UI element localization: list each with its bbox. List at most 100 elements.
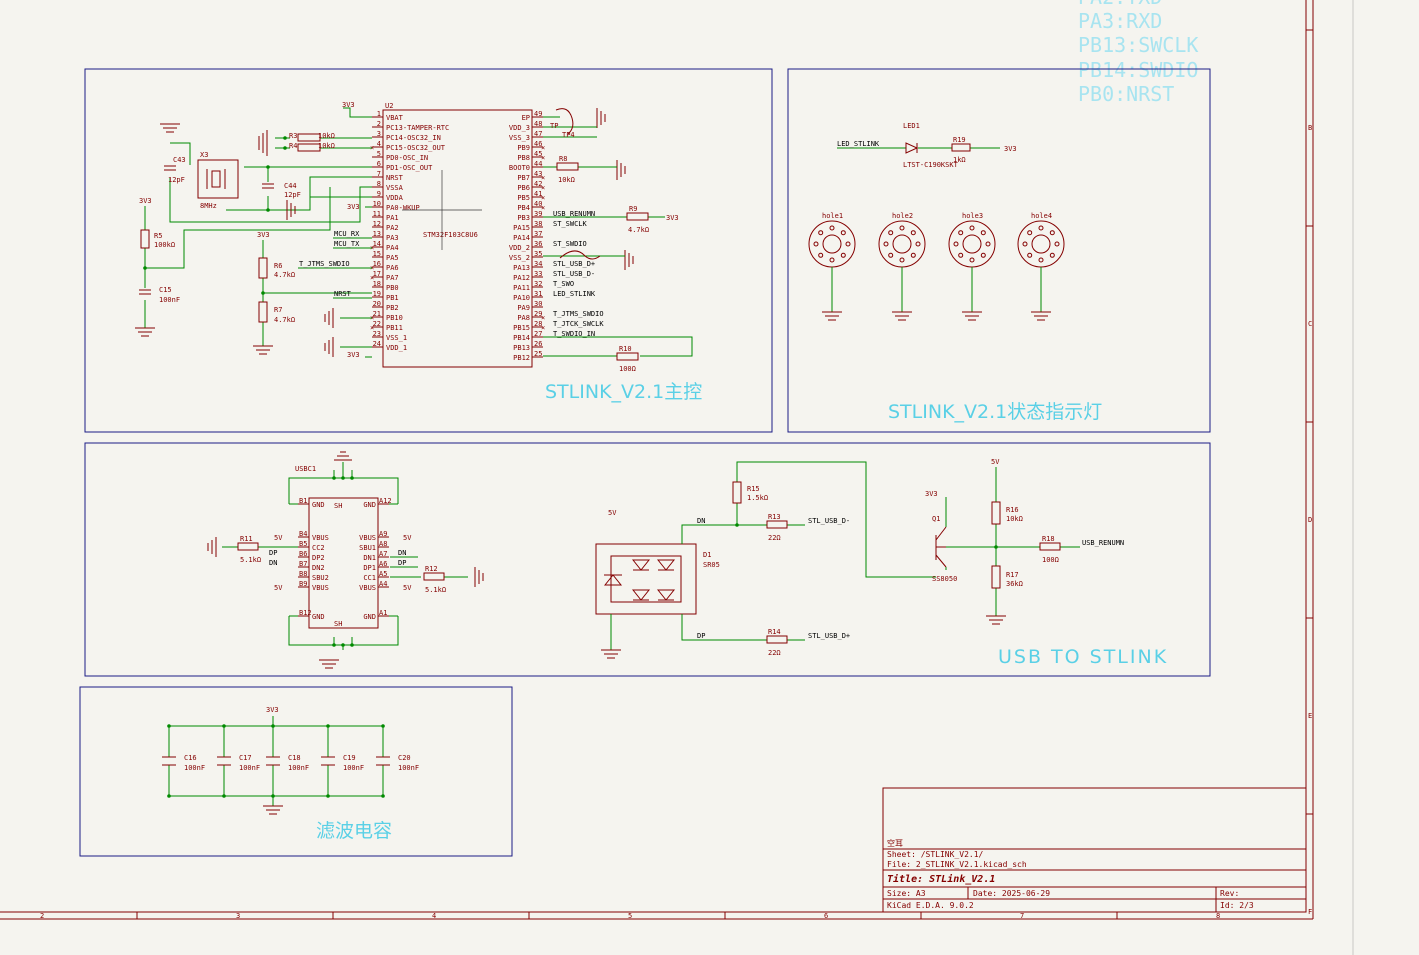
resistor-r16[interactable]: R16 10kΩ (991, 501, 1023, 525)
r8-ref: R8 (559, 155, 567, 163)
resistor-r15[interactable]: R15 1.5kΩ (732, 481, 768, 504)
ground-symbol (962, 311, 982, 321)
tb-company: 空耳 (887, 838, 903, 848)
mounting-hole-via (958, 230, 964, 236)
usbc1-pin-number: A8 (379, 540, 387, 548)
c44-value: 12pF (284, 191, 301, 199)
tvs-diode-d1[interactable]: D1 SR05 (595, 543, 720, 615)
resistor-r6[interactable]: R6 4.7kΩ (258, 257, 295, 279)
crystal-x3[interactable]: X3 8MHz (197, 151, 239, 210)
capacitor-c43[interactable]: C43 12pF (164, 156, 186, 184)
r3-ref: R3 (289, 132, 297, 140)
usbc1-shield: SH (334, 502, 342, 510)
r5-value: 100kΩ (154, 241, 175, 249)
filter-3v3: 3V3 (266, 706, 279, 714)
resistor-r7[interactable]: R7 4.7kΩ (258, 301, 295, 324)
r7-value: 4.7kΩ (274, 316, 295, 324)
junction (326, 724, 330, 728)
r10-ref: R10 (619, 345, 632, 353)
mounting-hole-via (910, 230, 916, 236)
mcu-pin-number: 35 (534, 250, 542, 258)
capacitor-c15[interactable]: C15 100nF (139, 286, 180, 304)
net-nrst: NRST (334, 290, 352, 298)
mcu-pin-number: 16 (373, 260, 381, 268)
d1-value: SR05 (703, 561, 720, 569)
resistor-r8[interactable]: R8 10kΩ (556, 155, 579, 184)
resistor-r4[interactable]: R4 10kΩ (289, 142, 335, 152)
tb-sheet: Sheet: /STLINK_V2.1/ (887, 850, 984, 859)
transistor-q1[interactable]: Q1 SS8050 (932, 515, 957, 583)
mcu-pin-number: 3 (377, 130, 381, 138)
no-connect-mark: × (370, 144, 374, 152)
frame-markers: 2 3 4 5 6 7 8 B C D E F (40, 124, 1312, 920)
mcu-pin-number: 5 (377, 150, 381, 158)
mcu-pin-number: 11 (373, 210, 381, 218)
mounting-hole-label: hole4 (1031, 212, 1052, 220)
r13-ref: R13 (768, 513, 781, 521)
r9-ref: R9 (629, 205, 637, 213)
mcu-pin-name: PA6 (386, 264, 399, 272)
mcu-pin-number: 19 (373, 290, 381, 298)
mcu-pin-number: 30 (534, 300, 542, 308)
mcu-net-label: STL_USB_D+ (553, 260, 595, 268)
led-led1[interactable]: LED1 LTST-C190KSKT (903, 122, 959, 169)
filter-cap-ref: C19 (343, 754, 356, 762)
mounting-hole-label: hole3 (962, 212, 983, 220)
block-filter (79, 686, 513, 857)
usbc1-shield: SH (334, 620, 342, 628)
mcu-pin-name: PB1 (386, 294, 399, 302)
usbc1-pin-number: B8 (299, 570, 307, 578)
mcu-pin-name: PB7 (517, 174, 530, 182)
tb-file: File: 2_STLINK_V2.1.kicad_sch (887, 860, 1027, 869)
frame-col-7: 7 (1020, 912, 1024, 920)
mcu-pin-name: PB13 (513, 344, 530, 352)
r13-value: 22Ω (768, 534, 781, 542)
testpoint-tp4[interactable]: TP TP4 (550, 108, 575, 139)
mcu-pin-name: PC15-OSC32_OUT (386, 144, 446, 152)
r8-value: 10kΩ (558, 176, 575, 184)
mcu-pin-number: 43 (534, 170, 542, 178)
resistor-r18[interactable]: R18 100Ω (1039, 535, 1061, 564)
mcu-pin-name: PB12 (513, 354, 530, 362)
q1-3v3: 3V3 (925, 490, 938, 498)
tb-id: Id: 2/3 (1220, 901, 1254, 910)
mcu-left-wires (144, 107, 372, 358)
resistor-r14[interactable]: R14 22Ω (766, 628, 788, 657)
frame-col-2: 2 (40, 912, 44, 920)
tp4-label: TP4 (562, 131, 575, 139)
mounting-hole-via (915, 241, 921, 247)
mcu-pin-name: VDDA (386, 194, 404, 202)
r19-ref: R19 (953, 136, 966, 144)
resistor-r13[interactable]: R13 22Ω (766, 513, 788, 542)
mcu-pin-number: 33 (534, 270, 542, 278)
ground-symbols (135, 108, 634, 357)
no-connect-mark: × (370, 324, 374, 332)
resistor-r3[interactable]: R3 10kΩ (289, 132, 335, 142)
resistor-r11[interactable]: R11 5.1kΩ (237, 535, 261, 564)
mcu-pin-name: PB11 (386, 324, 403, 332)
ground-symbols-usb2 (601, 615, 1006, 659)
resistor-r9[interactable]: R9 4.7kΩ (626, 205, 649, 234)
usbc1-pin-name: VBUS (312, 584, 329, 592)
resistor-r5[interactable]: R5 100kΩ (140, 229, 175, 249)
title-block (882, 787, 1307, 913)
resistor-r10[interactable]: R10 100Ω (616, 345, 639, 373)
block-title-led: STLINK_V2.1状态指示灯 (888, 401, 1102, 423)
resistor-r17[interactable]: R17 36kΩ (991, 565, 1023, 589)
usbc1-pin-name: CC2 (312, 544, 325, 552)
r17-value: 36kΩ (1006, 580, 1023, 588)
capacitor-c44[interactable]: C44 12pF (262, 182, 301, 199)
resistor-r19[interactable]: R19 1kΩ (951, 136, 971, 164)
mcu-net-label: STL_USB_D- (553, 270, 595, 278)
mcu-pin-number: 13 (373, 230, 381, 238)
mcu-pin-name: PA2 (386, 224, 399, 232)
block-title-main: STLINK_V2.1主控 (545, 381, 702, 403)
resistor-r12[interactable]: R12 5.1kΩ (423, 565, 446, 594)
r9-value: 4.7kΩ (628, 226, 649, 234)
mcu-pin-number: 39 (534, 210, 542, 218)
ground-symbols-usb (207, 451, 484, 669)
mcu-pin-number: 10 (373, 200, 381, 208)
junction (222, 794, 226, 798)
